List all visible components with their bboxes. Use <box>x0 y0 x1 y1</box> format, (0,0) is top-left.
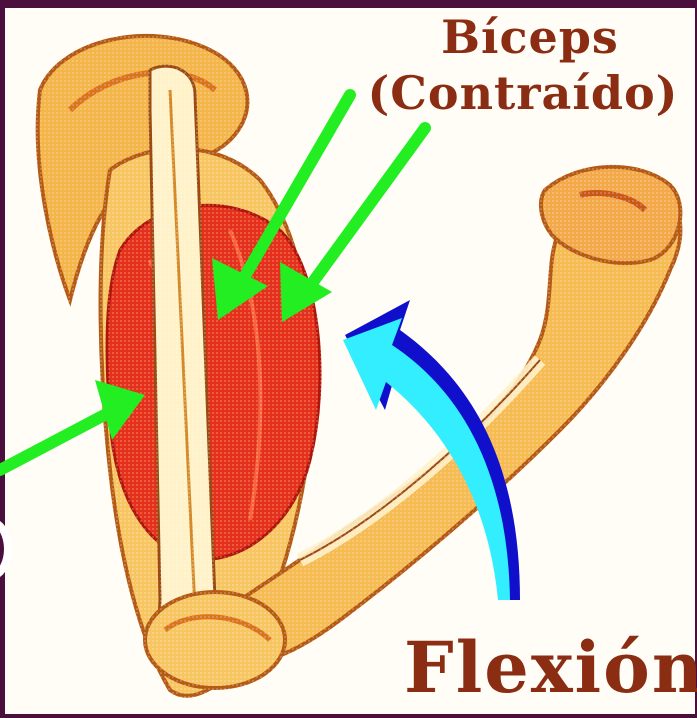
flexion-label: Flexión <box>404 633 694 703</box>
biceps-title: Bíceps <box>440 14 620 60</box>
biceps-state-label: (Contraído) <box>358 70 688 116</box>
